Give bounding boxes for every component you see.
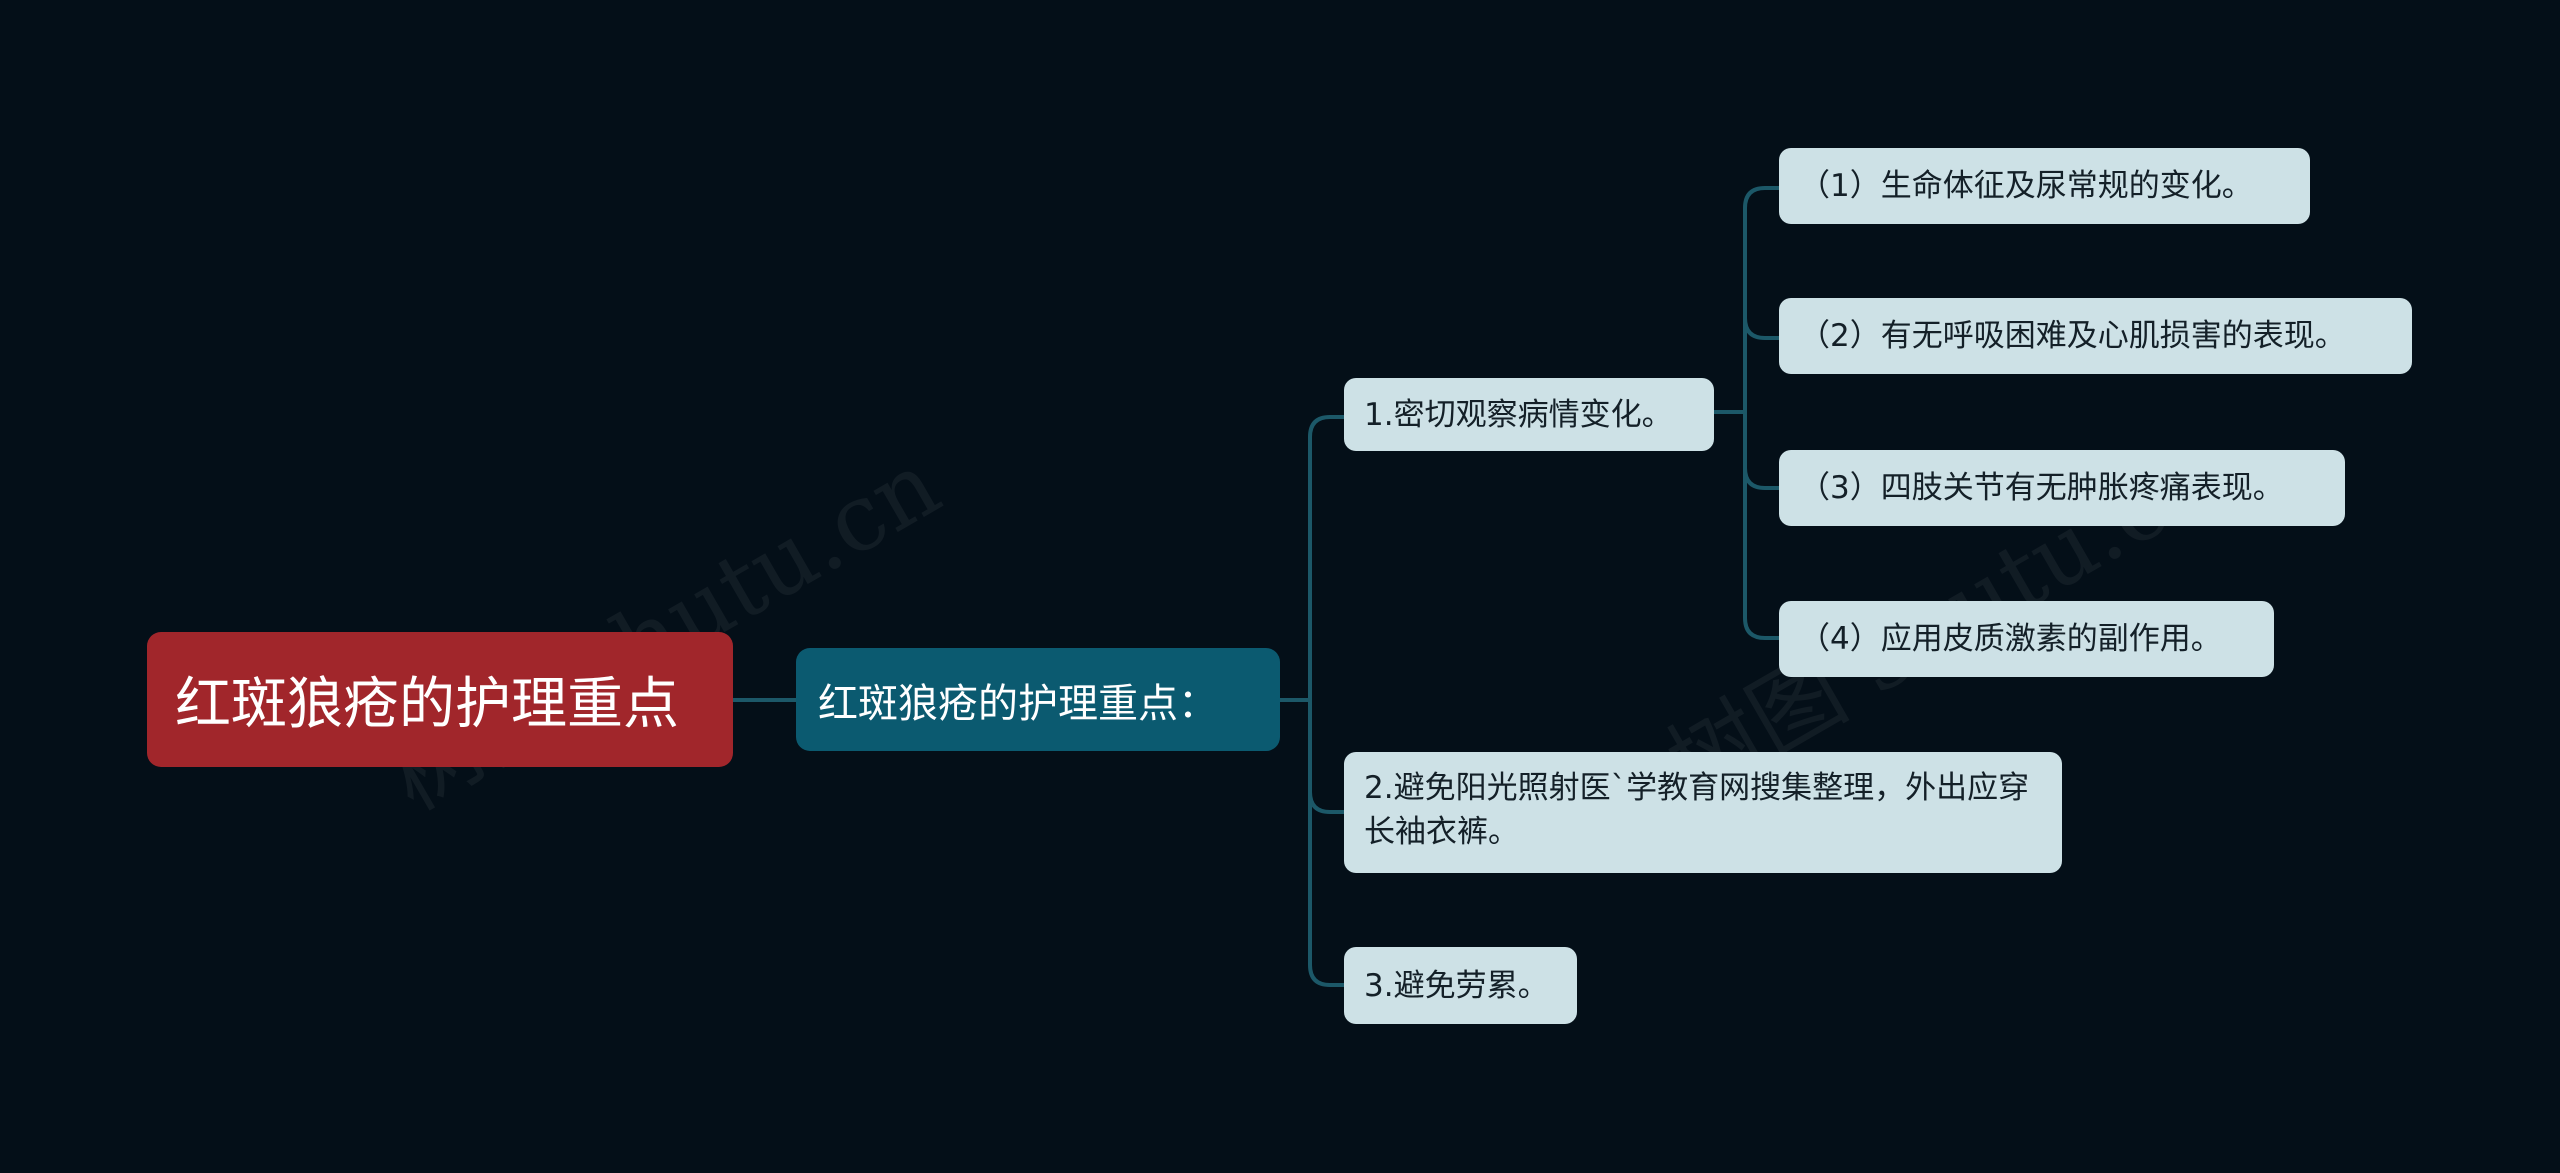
branch-node-1[interactable]: 1.密切观察病情变化。	[1344, 378, 1714, 451]
branch-node-3[interactable]: 3.避免劳累。	[1344, 947, 1577, 1024]
child-node-4[interactable]: （4）应用皮质激素的副作用。	[1779, 601, 2274, 677]
child-node-1[interactable]: （1）生命体征及尿常规的变化。	[1779, 148, 2310, 224]
branch-node-2[interactable]: 2.避免阳光照射医`学教育网搜集整理，外出应穿长袖衣裤。	[1344, 752, 2062, 873]
connector-branch-2	[1308, 791, 1344, 814]
child-node-3[interactable]: （3）四肢关节有无肿胀疼痛表现。	[1779, 450, 2345, 526]
main-topic-node[interactable]: 红斑狼疮的护理重点：	[796, 648, 1280, 751]
child-node-2[interactable]: （2）有无呼吸困难及心肌损害的表现。	[1779, 298, 2412, 374]
connector-spine-main	[1308, 415, 1331, 987]
connector-child-3	[1743, 467, 1779, 490]
connector-spine-b1	[1743, 186, 1766, 640]
root-node[interactable]: 红斑狼疮的护理重点	[147, 632, 733, 767]
connector-child-2	[1743, 317, 1779, 340]
